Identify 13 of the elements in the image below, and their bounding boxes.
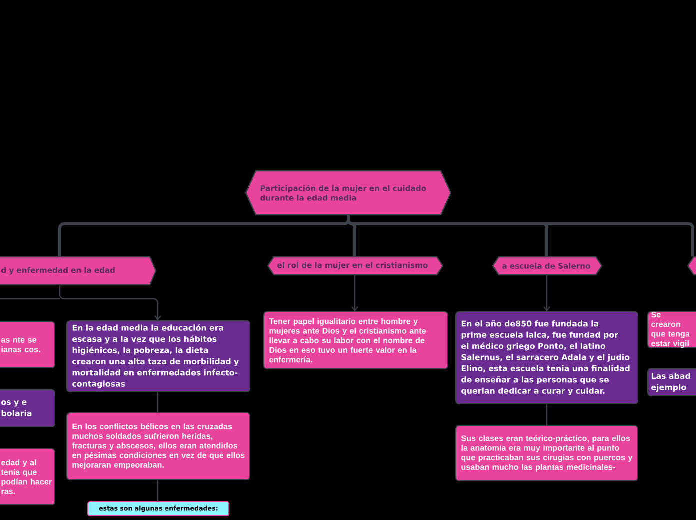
text-box: edad y al tenía que podían hacer ras.	[0, 448, 56, 506]
connector	[544, 275, 550, 312]
connector	[157, 480, 159, 502]
connector	[347, 215, 694, 257]
connector	[157, 392, 159, 413]
text-box: En los conflictos bélicos en las cruzadas muchos soldados sufrieron heridas, fracturas y abscesos, ellos eran atendidos en pésimas condiciones en vez de que ellos mejoraran empeoraban.	[66, 412, 250, 480]
text-box: Tener papel igualitario entre hombre y mujeres ante Dios y el cristianismo ante llevar a cabo su labor con el nombre de Dios en eso tuvo un fuerte valor en la enfermería.	[264, 312, 448, 370]
connector	[352, 275, 358, 312]
text-box: as nte se ianas cos.	[0, 322, 56, 368]
connector	[59, 285, 162, 321]
text-box: Se crearon que tenga estar vigil	[648, 312, 696, 348]
text-box: Sus clases eran teórico-práctico, para ellos la anatomia era muy importante al punto que practicaban sus cirugias con puercos y usaban mucho las plantas medicinales-	[456, 426, 638, 482]
connector	[546, 404, 548, 426]
